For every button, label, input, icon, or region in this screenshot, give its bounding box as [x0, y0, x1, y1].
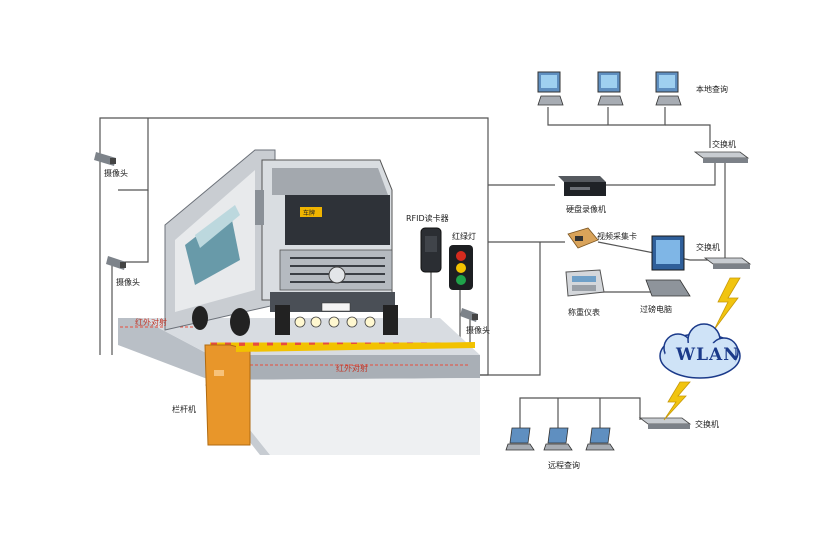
traffic-light-icon	[449, 245, 473, 290]
switch-icon	[703, 257, 752, 269]
laptop-icon	[543, 427, 573, 451]
label-switch-top: 交换机	[712, 140, 736, 149]
label-infrared-front: 红外对射	[336, 364, 368, 373]
computer-icon	[645, 235, 691, 297]
truck-icon	[164, 149, 398, 336]
lightning-icon	[663, 381, 691, 421]
truck-plate-sign	[300, 207, 322, 217]
wire-camera1-drop	[118, 118, 149, 191]
switch-icon	[693, 151, 750, 163]
lightning-icon	[713, 277, 741, 331]
dvr-icon	[558, 176, 606, 196]
weighbridge-platform	[118, 318, 480, 455]
wire-local-switch	[665, 124, 711, 148]
computer-icon	[655, 71, 682, 106]
capture-card-icon	[567, 227, 599, 249]
wire-local-bus	[547, 107, 666, 126]
wire-remote-bus	[519, 397, 641, 430]
wire-instrument	[470, 242, 541, 376]
label-switch-bottom: 交换机	[695, 420, 719, 429]
label-weighing-instrument: 称重仪表	[568, 308, 600, 317]
switch-icon	[638, 417, 692, 429]
wire-dvr-switch	[598, 160, 716, 186]
barrier-gate-icon	[204, 342, 475, 446]
wire-camera2	[118, 190, 149, 263]
laptop-icon	[505, 427, 535, 451]
label-traffic-light: 红绿灯	[452, 232, 476, 241]
rfid-reader-icon	[420, 227, 442, 273]
label-camera-2: 摄像头	[116, 278, 140, 287]
label-local-query: 本地查询	[696, 85, 728, 94]
camera-icon	[106, 256, 126, 270]
truck-plate-text: 车牌	[303, 209, 315, 217]
label-dvr: 硬盘录像机	[566, 205, 606, 214]
laptop-icon	[585, 427, 615, 451]
label-weighbridge-pc: 过磅电脑	[640, 305, 672, 314]
label-video-capture-card: 视频采集卡	[597, 232, 637, 241]
cloud-icon	[659, 323, 741, 379]
label-camera-3: 摄像头	[466, 326, 490, 335]
label-rfid-reader: RFID读卡器	[406, 214, 449, 223]
label-wlan: WLAN	[676, 345, 740, 365]
camera-icon	[94, 152, 116, 166]
label-camera-1: 摄像头	[104, 169, 128, 178]
label-barrier-gate: 栏杆机	[172, 405, 196, 414]
computer-icon	[537, 71, 564, 106]
connection-wires	[99, 107, 726, 430]
label-switch-mid: 交换机	[696, 243, 720, 252]
label-infrared-left: 红外对射	[135, 318, 167, 327]
instrument-icon	[565, 269, 605, 297]
camera-icon	[460, 308, 478, 322]
label-remote-query: 远程查询	[548, 461, 580, 470]
computer-icon	[597, 71, 624, 106]
